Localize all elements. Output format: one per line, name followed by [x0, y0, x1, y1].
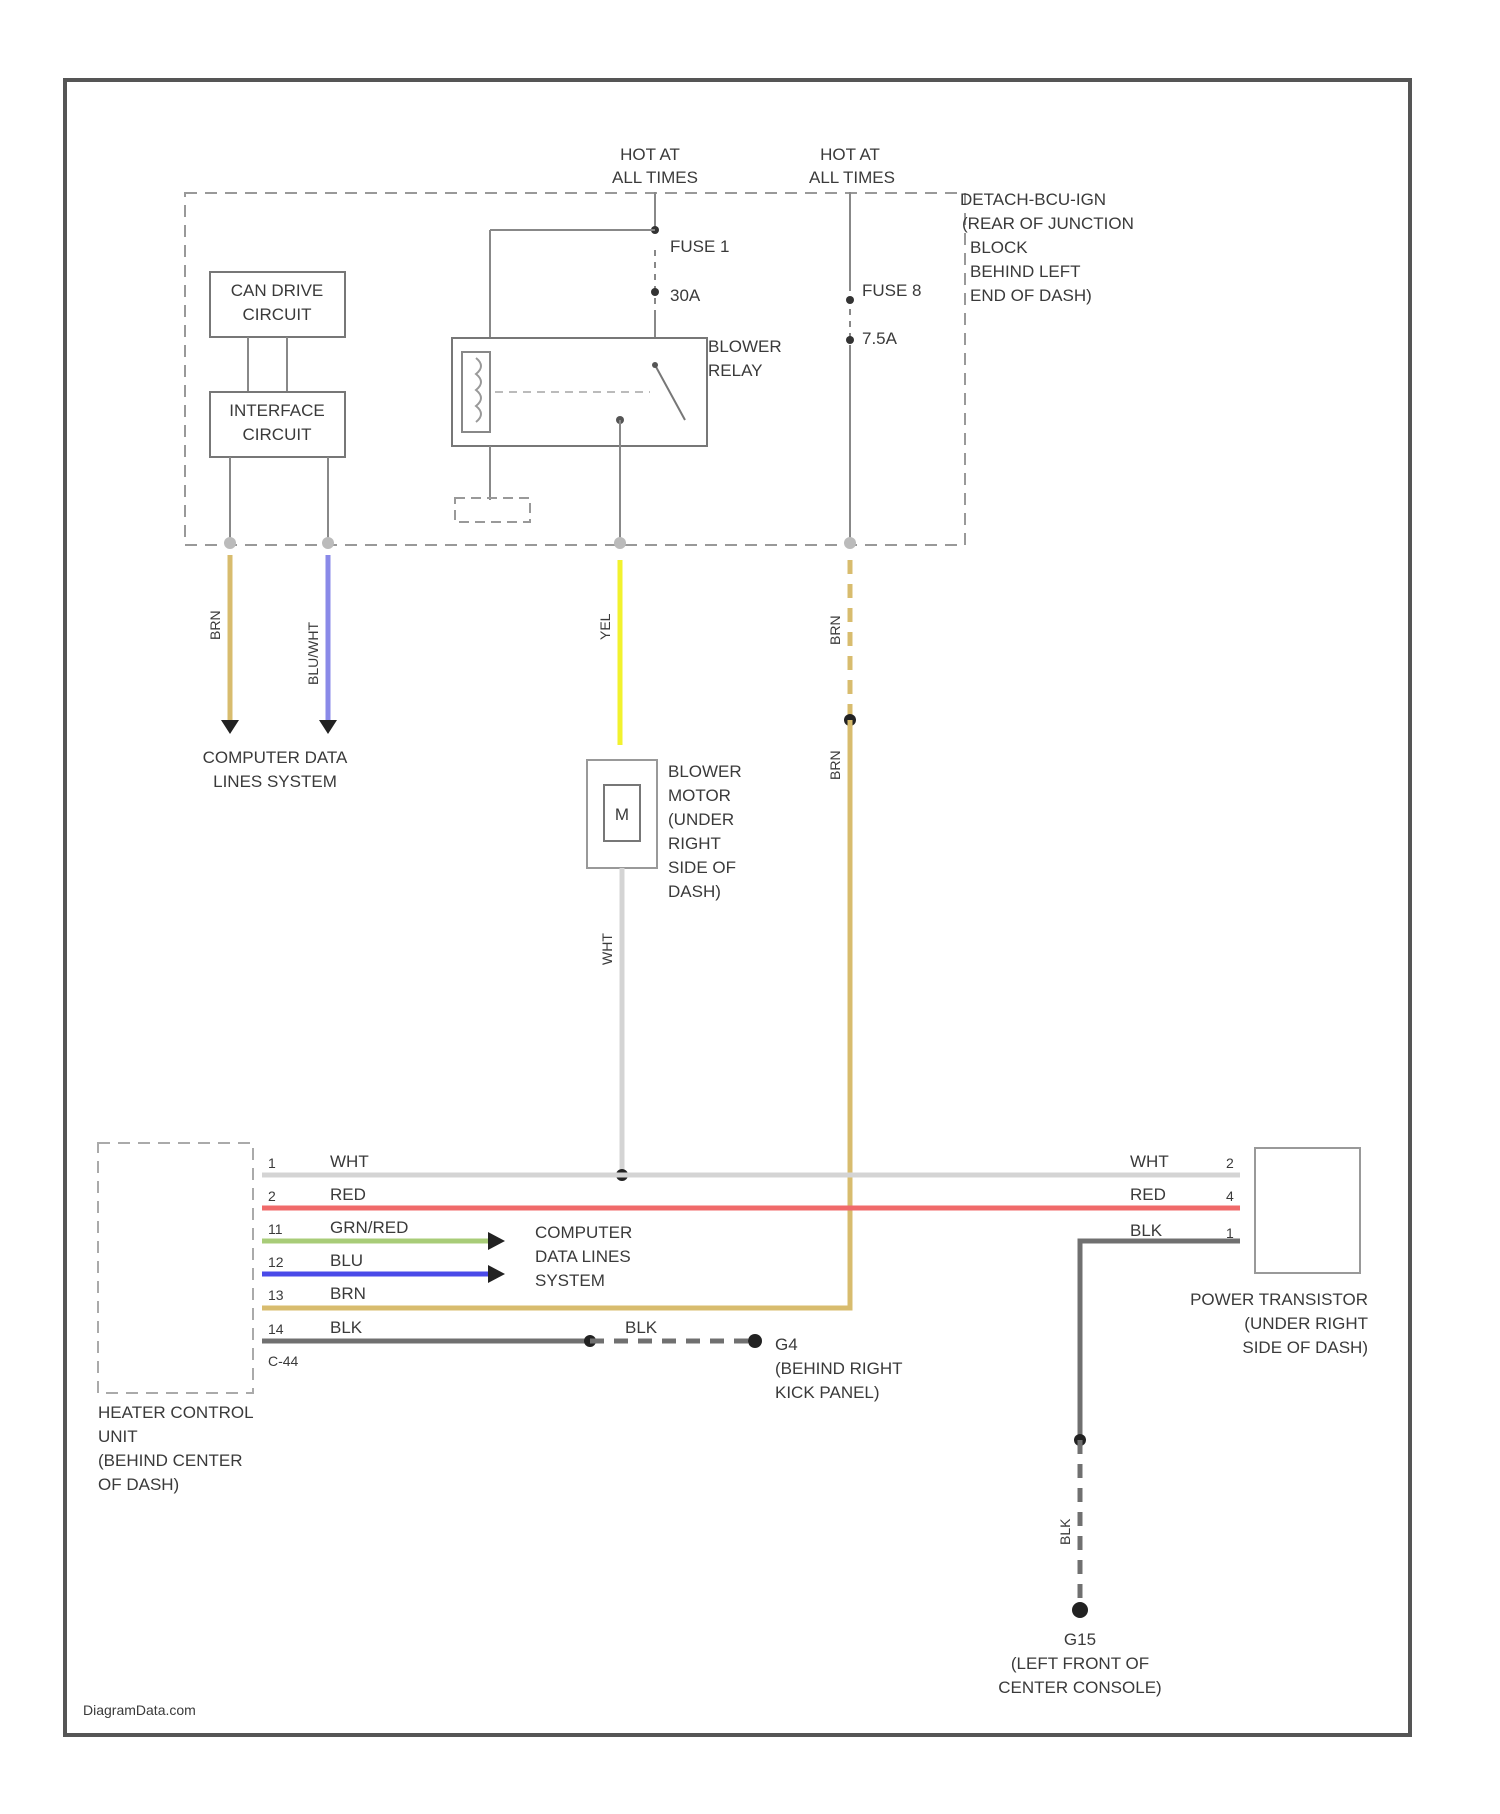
brn-label-left: BRN [330, 1284, 366, 1303]
hot-at-all-times-2-line1: HOT AT [820, 145, 880, 164]
heater-pin-12: 12 [268, 1254, 284, 1270]
interface-label-1: INTERFACE [229, 401, 324, 420]
yel-wire-label: YEL [597, 613, 613, 640]
computer-data-lines-2-line3: SYSTEM [535, 1271, 605, 1290]
blower-motor-label-4: RIGHT [668, 834, 721, 853]
fuse8-rating: 7.5A [862, 329, 898, 348]
grn-red-label: GRN/RED [330, 1218, 408, 1237]
power-transistor-label-2: (UNDER RIGHT [1244, 1314, 1368, 1333]
computer-data-lines-2-line2: DATA LINES [535, 1247, 631, 1266]
hot-at-all-times-2-line2: ALL TIMES [809, 168, 895, 187]
heater-control-unit-box [98, 1143, 253, 1393]
heater-pin-2: 2 [268, 1188, 276, 1204]
blk-label-left: BLK [330, 1318, 363, 1337]
heater-pin-11: 11 [268, 1221, 283, 1237]
hot-at-all-times-1-line1: HOT AT [620, 145, 680, 164]
wht-label-right: WHT [1130, 1152, 1169, 1171]
junction-block-label-2: (REAR OF JUNCTION [962, 214, 1134, 233]
heater-pin-13: 13 [268, 1287, 284, 1303]
fuse1-rating: 30A [670, 286, 701, 305]
heater-control-label-1: HEATER CONTROL [98, 1403, 254, 1422]
blower-motor-label-1: BLOWER [668, 762, 742, 781]
transistor-pin-2: 2 [1226, 1155, 1234, 1171]
fuse8-terminal-top [846, 296, 854, 304]
grn-red-arrow [488, 1232, 505, 1250]
red-label-right: RED [1130, 1185, 1166, 1204]
g15-label-1: G15 [1064, 1630, 1096, 1649]
can-drive-label-1: CAN DRIVE [231, 281, 324, 300]
junction-block-label-3: BLOCK [970, 238, 1028, 257]
g4-ground-point [748, 1334, 762, 1348]
computer-data-lines-label-1: COMPUTER DATA [203, 748, 348, 767]
block-terminal-4 [844, 537, 856, 549]
can-drive-label-2: CIRCUIT [243, 305, 312, 324]
interface-label-2: CIRCUIT [243, 425, 312, 444]
heater-pin-14: 14 [268, 1321, 284, 1337]
heater-connector-id: C-44 [268, 1353, 299, 1369]
g15-label-3: CENTER CONSOLE) [998, 1678, 1161, 1697]
fuse8-terminal-bottom [846, 336, 854, 344]
fuse8-name: FUSE 8 [862, 281, 922, 300]
wht-wire-label-vertical: WHT [599, 933, 615, 965]
blower-relay-label-1: BLOWER [708, 337, 782, 356]
relay-switch-pivot [652, 362, 658, 368]
transistor-pin-4: 4 [1226, 1188, 1234, 1204]
g4-label-2: (BEHIND RIGHT [775, 1359, 903, 1378]
g15-label-2: (LEFT FRONT OF [1011, 1654, 1149, 1673]
blower-relay-label-2: RELAY [708, 361, 763, 380]
fuse1-name: FUSE 1 [670, 237, 730, 256]
computer-data-lines-label-2: LINES SYSTEM [213, 772, 337, 791]
blk-wire-transistor-ground [1080, 1241, 1240, 1440]
power-transistor-box [1255, 1148, 1360, 1273]
hot-at-all-times-1-line2: ALL TIMES [612, 168, 698, 187]
red-label-left: RED [330, 1185, 366, 1204]
fuse1-terminal-bottom [651, 288, 659, 296]
heater-control-label-3: (BEHIND CENTER [98, 1451, 243, 1470]
g4-label-1: G4 [775, 1335, 798, 1354]
power-transistor-label-1: POWER TRANSISTOR [1190, 1290, 1368, 1309]
blk-wire-label-vertical: BLK [1057, 1518, 1073, 1545]
blk-label-right: BLK [1130, 1221, 1163, 1240]
computer-data-lines-2-line1: COMPUTER [535, 1223, 632, 1242]
brn-wire-label-3: BRN [827, 750, 843, 780]
block-terminal-2 [322, 537, 334, 549]
g4-label-3: KICK PANEL) [775, 1383, 880, 1402]
brn-wire-label: BRN [207, 610, 223, 640]
blk-label-to-g4: BLK [625, 1318, 658, 1337]
blower-motor-m: M [615, 805, 629, 824]
brn-wire-label-2: BRN [827, 615, 843, 645]
blower-motor-label-3: (UNDER [668, 810, 734, 829]
block-terminal-1 [224, 537, 236, 549]
blower-motor-label-2: MOTOR [668, 786, 731, 805]
power-transistor-label-3: SIDE OF DASH) [1242, 1338, 1368, 1357]
blower-motor-label-5: SIDE OF [668, 858, 736, 877]
blower-motor-label-6: DASH) [668, 882, 721, 901]
block-terminal-3 [614, 537, 626, 549]
data-lines-arrow-1 [221, 720, 239, 734]
g15-ground-point [1072, 1602, 1088, 1618]
blu-label: BLU [330, 1251, 363, 1270]
wht-label-left: WHT [330, 1152, 369, 1171]
heater-control-label-4: OF DASH) [98, 1475, 179, 1494]
relay-ground-connector [455, 498, 530, 522]
data-lines-arrow-2 [319, 720, 337, 734]
blu-arrow [488, 1265, 505, 1283]
junction-block-label-1: DETACH-BCU-IGN [960, 190, 1106, 209]
watermark: DiagramData.com [83, 1702, 196, 1718]
heater-control-label-2: UNIT [98, 1427, 138, 1446]
blu-wht-wire-label: BLU/WHT [305, 622, 321, 685]
heater-pin-1: 1 [268, 1155, 276, 1171]
junction-block-label-5: END OF DASH) [970, 286, 1092, 305]
junction-block-label-4: BEHIND LEFT [970, 262, 1081, 281]
